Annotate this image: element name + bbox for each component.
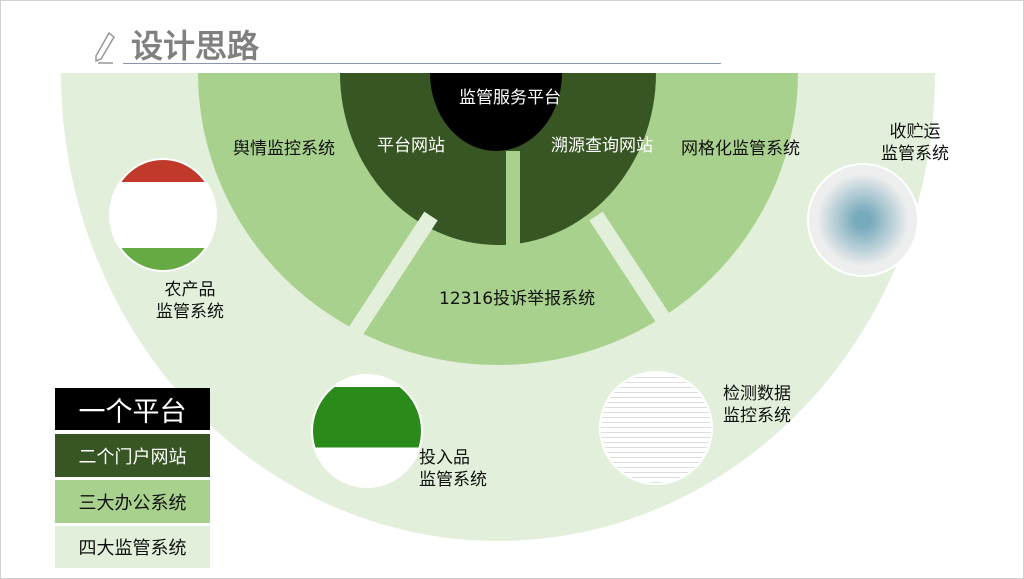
testing-screenshot-thumbnail [599, 371, 713, 485]
supervision-label: 检测数据 监控系统 [723, 384, 791, 426]
portal-label: 平台网站 [377, 136, 445, 156]
title-underline [123, 63, 721, 64]
separator [339, 211, 438, 351]
page-title: 设计思路 [131, 27, 260, 65]
core-platform [430, 73, 562, 151]
inputs-screenshot-thumbnail [311, 374, 423, 488]
office-label: 网格化监管系统 [681, 139, 800, 159]
separator [589, 211, 688, 351]
office-label: 舆情监控系统 [233, 139, 335, 159]
ring-portals [340, 73, 656, 245]
legend-portals: 二个门户网站 [55, 434, 210, 477]
supervision-label: 投入品 监管系统 [419, 448, 487, 490]
supervision-label: 农产品 监管系统 [156, 280, 224, 322]
legend-office: 三大办公系统 [55, 480, 210, 523]
supervision-label: 收贮运 监管系统 [881, 122, 949, 164]
agri-screenshot-thumbnail [109, 158, 217, 272]
legend-platform: 一个平台 [55, 388, 210, 430]
portal-label: 溯源查询网站 [551, 136, 653, 156]
pencil-icon [95, 31, 115, 64]
legend-supervision: 四大监管系统 [55, 526, 210, 568]
core-label: 监管服务平台 [459, 88, 561, 108]
office-label: 12316投诉举报系统 [439, 289, 596, 309]
map-screenshot-thumbnail [807, 163, 919, 277]
